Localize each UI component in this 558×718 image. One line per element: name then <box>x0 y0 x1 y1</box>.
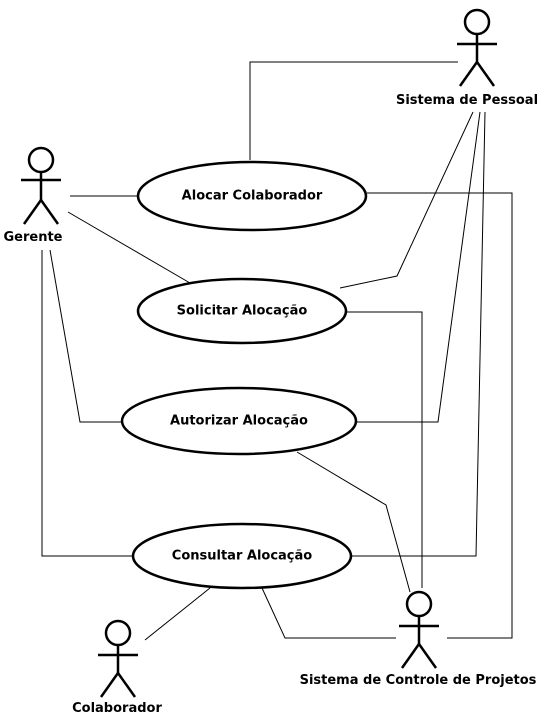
actor-sistema-de-controle-de-projetos[interactable]: Sistema de Controle de Projetos <box>300 590 537 688</box>
assoc-colaborador-consultar <box>144 587 211 641</box>
use-case-ellipse <box>136 160 368 232</box>
use-case-autorizar-alocacao[interactable]: Autorizar Alocação <box>120 386 358 456</box>
actor-colaborador[interactable]: Colaborador <box>72 619 162 716</box>
use-case-ellipse <box>136 277 348 345</box>
use-case-label: Alocar Colaborador <box>182 189 323 204</box>
assoc-projetos-alocar <box>367 192 513 639</box>
use-case-alocar-colaborador[interactable]: Alocar Colaborador <box>136 160 368 232</box>
use-case-consultar-alocacao[interactable]: Consultar Alocação <box>131 522 353 590</box>
use-case-solicitar-alocacao[interactable]: Solicitar Alocação <box>136 277 348 345</box>
use-case-ellipse <box>120 386 358 456</box>
use-case-ellipse <box>131 522 353 590</box>
stick-figure-icon <box>399 590 439 669</box>
actor-label: Sistema de Controle de Projetos <box>300 673 537 688</box>
assoc-projetos-autorizar <box>296 451 411 593</box>
actor-label: Colaborador <box>72 701 162 716</box>
actor-gerente[interactable]: Gerente <box>3 146 63 245</box>
assoc-gerente-consultar <box>41 250 133 557</box>
actor-label: Sistema de Pessoal <box>396 93 538 108</box>
assoc-pessoal-autorizar <box>356 111 481 423</box>
stick-figure-icon <box>98 619 138 698</box>
use-case-label: Solicitar Alocação <box>177 304 308 319</box>
assoc-pessoal-consultar <box>350 111 486 557</box>
stick-figure-icon <box>21 146 61 225</box>
use-case-label: Consultar Alocação <box>172 549 313 564</box>
stick-figure-icon <box>457 8 497 87</box>
associations <box>41 61 513 641</box>
assoc-gerente-autorizar <box>49 249 122 423</box>
assoc-pessoal-solicitar <box>339 111 474 289</box>
actor-label: Gerente <box>3 230 62 245</box>
use-case-label: Autorizar Alocação <box>170 414 308 429</box>
assoc-projetos-solicitar <box>346 311 423 588</box>
assoc-gerente-solicitar <box>67 211 191 284</box>
assoc-pessoal-alocar <box>249 61 458 160</box>
assoc-projetos-consultar <box>261 587 396 639</box>
actor-sistema-de-pessoal[interactable]: Sistema de Pessoal <box>396 8 538 108</box>
